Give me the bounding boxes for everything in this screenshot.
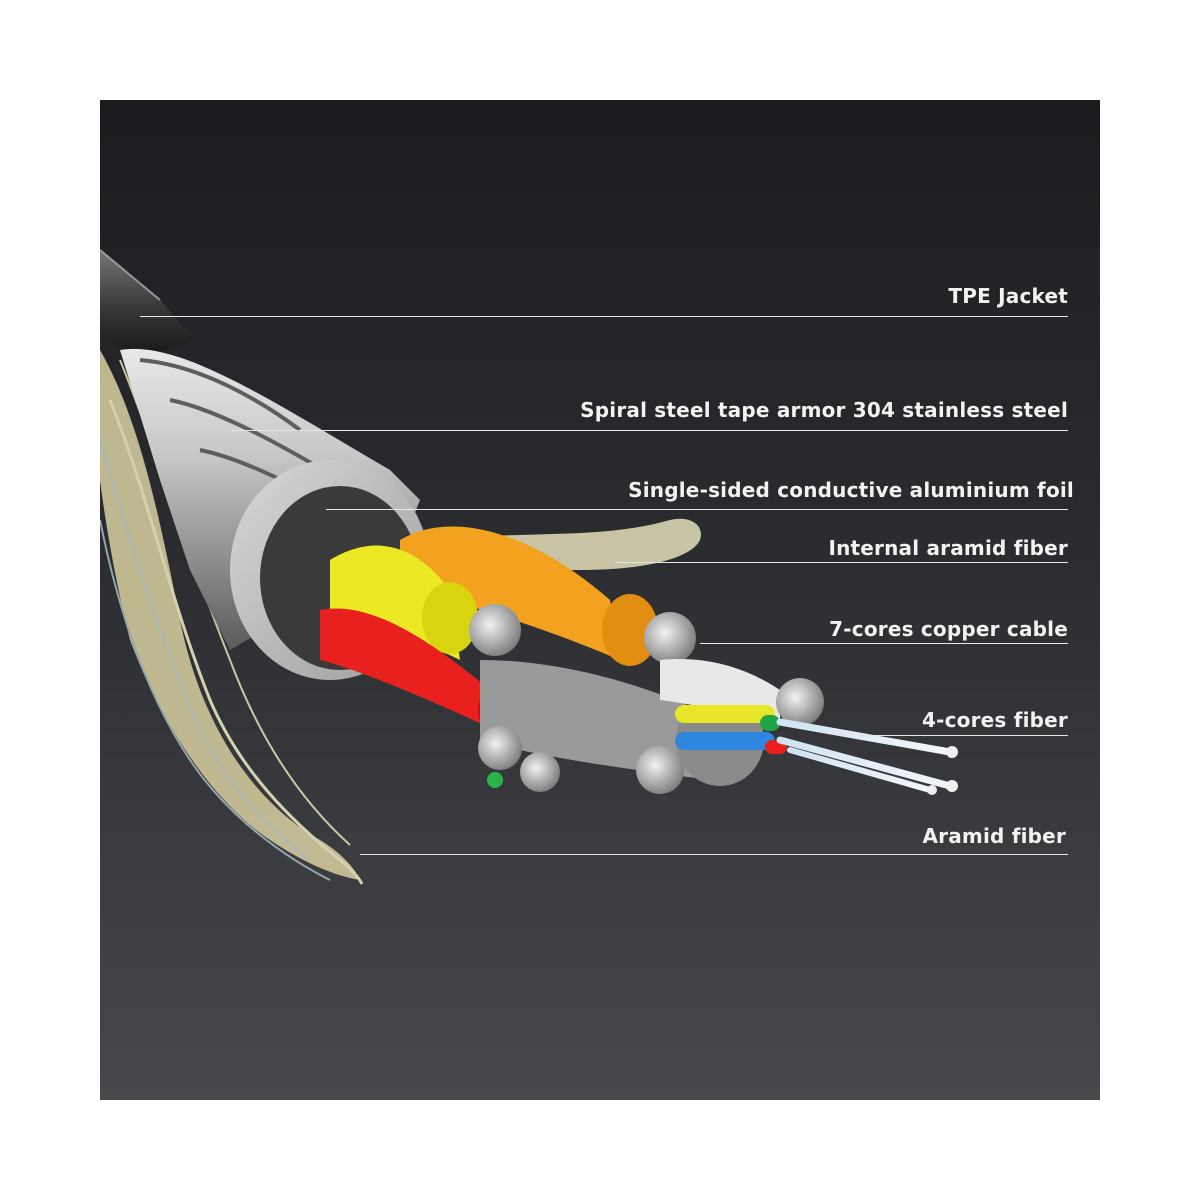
aramid-fiber-strands xyxy=(100,350,364,885)
label-fiber-cores: 4-cores fiber xyxy=(921,708,1068,732)
label-internal-aramid: Internal aramid fiber xyxy=(828,536,1068,560)
leader-line-fiber-cores xyxy=(840,735,1068,736)
leader-line-tpe-jacket xyxy=(140,316,1068,317)
cable-diagram-panel: TPE Jacket Spiral steel tape armor 304 s… xyxy=(100,100,1100,1100)
yellow-core xyxy=(330,545,521,660)
tpe-jacket-illustration xyxy=(100,249,195,360)
leader-line-aluminium-foil xyxy=(326,509,1068,510)
label-spiral-steel: Spiral steel tape armor 304 stainless st… xyxy=(580,398,1068,422)
cable-cross-section-illustration xyxy=(100,249,958,885)
dark-cores xyxy=(478,726,684,794)
orange-core xyxy=(400,526,696,666)
label-copper-cable: 7-cores copper cable xyxy=(829,617,1068,641)
leader-line-spiral-steel xyxy=(230,430,1068,431)
leader-line-aramid-fiber xyxy=(360,854,1068,855)
label-aramid-fiber: Aramid fiber xyxy=(922,824,1066,848)
label-tpe-jacket: TPE Jacket xyxy=(948,284,1068,308)
label-aluminium-foil: Single-sided conductive aluminium foil xyxy=(628,478,1074,502)
fiber-unit-illustration xyxy=(675,705,958,795)
leader-line-copper-cable xyxy=(700,643,1068,644)
leader-line-internal-aramid xyxy=(615,562,1068,563)
